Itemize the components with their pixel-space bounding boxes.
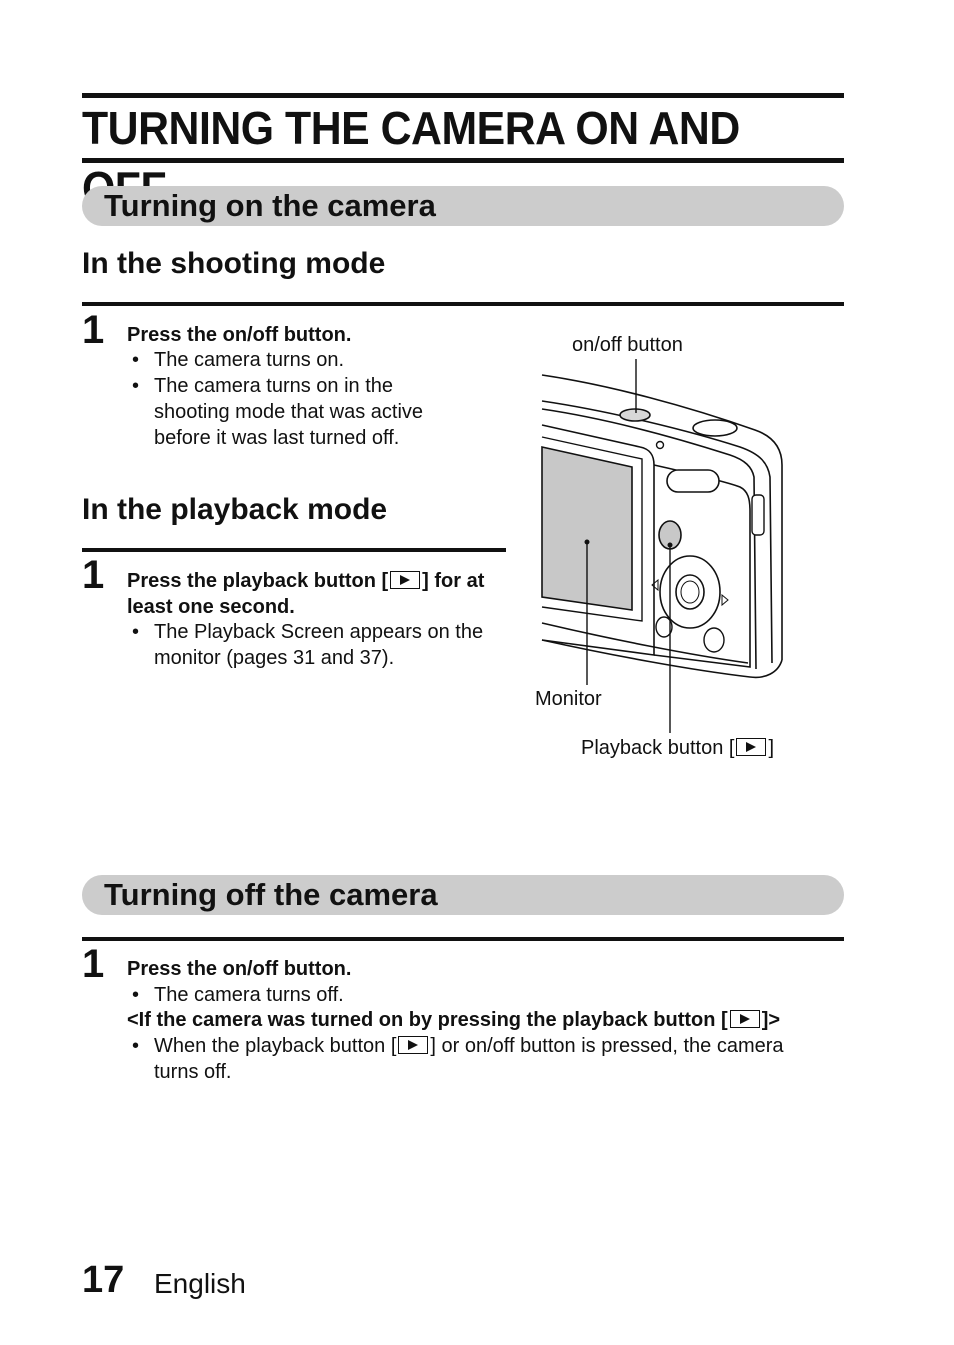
step-rule-playback: [82, 548, 506, 552]
bullet-dot: •: [132, 621, 140, 643]
label-part: ]: [768, 737, 774, 759]
bullet-text: The Playback Screen appears on the monit…: [154, 621, 484, 669]
step-number-off: 1: [82, 942, 105, 986]
bullet-dot: •: [132, 375, 140, 397]
set-button: [675, 574, 705, 610]
camera-bottom-inner: [541, 622, 749, 664]
step-text-part: Press the playback button [: [127, 570, 389, 592]
note-playback-on: <If the camera was turned on by pressing…: [127, 1007, 847, 1033]
camera-top-edge: [541, 408, 757, 670]
label-playback-button: Playback button []: [581, 736, 774, 760]
label-monitor: Monitor: [535, 688, 602, 710]
bullet-dot: •: [132, 1035, 140, 1057]
step-text-off: Press the on/off button.: [127, 958, 352, 980]
bullet-text-part: When the playback button [: [154, 1035, 397, 1057]
bullet-shooting-1: • The camera turns on.: [132, 347, 474, 373]
label-onoff-button: on/off button: [572, 334, 683, 356]
playback-icon: [736, 738, 767, 756]
camera-front-panel: [541, 424, 655, 656]
camera-body-top-inner: [541, 400, 773, 664]
section-bar-turning-on: Turning on the camera: [82, 186, 844, 226]
strap-holder: [751, 494, 765, 536]
step-text-playback: Press the playback button [] for at leas…: [127, 568, 507, 620]
title-rule-top: [82, 93, 844, 98]
bullet-text: The camera turns on.: [154, 349, 345, 371]
label-part: Playback button [: [581, 737, 735, 759]
section-heading-turning-off: Turning off the camera: [104, 877, 438, 912]
shutter-button-shape: [692, 419, 738, 437]
step-number-playback: 1: [82, 553, 105, 597]
set-button-inner: [680, 580, 700, 604]
note-part: <If the camera was turned on by pressing…: [127, 1009, 728, 1031]
menu-button-right: [703, 627, 725, 653]
bullet-off-2: • When the playback button [] or on/off …: [132, 1033, 794, 1085]
playback-icon: [729, 1010, 760, 1028]
bullet-text: The camera turns off.: [154, 984, 344, 1006]
onoff-button-shape: [619, 408, 651, 422]
bullet-off-1: • The camera turns off.: [132, 982, 804, 1008]
playback-icon: [390, 571, 421, 589]
step-text-part: ] for at least one second.: [127, 570, 485, 618]
playback-icon: [398, 1036, 429, 1054]
bullet-text-part: ] or on/off button is pressed, the camer…: [154, 1035, 784, 1083]
step-rule-off: [82, 937, 844, 941]
step-number-shooting: 1: [82, 308, 105, 352]
page-number: 17: [82, 1259, 125, 1301]
zoom-lever: [666, 469, 720, 493]
bullet-dot: •: [132, 349, 140, 371]
dial-arrow-right: [721, 593, 729, 607]
section-bar-turning-off: Turning off the camera: [82, 875, 844, 915]
menu-button-left: [655, 616, 673, 638]
step-text-shooting: Press the on/off button.: [127, 324, 352, 346]
page-language: English: [154, 1268, 246, 1299]
monitor-screen: [541, 446, 633, 611]
subheading-playback-mode: In the playback mode: [82, 493, 388, 526]
note-part: ]>: [761, 1009, 781, 1031]
section-heading-turning-on: Turning on the camera: [104, 188, 436, 223]
subheading-shooting-mode: In the shooting mode: [82, 247, 386, 280]
monitor-frame: [541, 436, 643, 622]
bullet-shooting-2: • The camera turns on in the shooting mo…: [132, 373, 474, 451]
bullet-dot: •: [132, 984, 140, 1006]
step-rule-shooting: [82, 302, 844, 306]
dial-arrow-left: [651, 578, 659, 592]
bullet-playback-1: • The Playback Screen appears on the mon…: [132, 619, 499, 671]
indicator-lamp: [655, 440, 665, 450]
bullet-text: The camera turns on in the shooting mode…: [154, 375, 424, 449]
camera-bottom: [541, 639, 783, 679]
title-rule-bottom: [82, 158, 844, 163]
camera-illustration: [541, 359, 783, 733]
